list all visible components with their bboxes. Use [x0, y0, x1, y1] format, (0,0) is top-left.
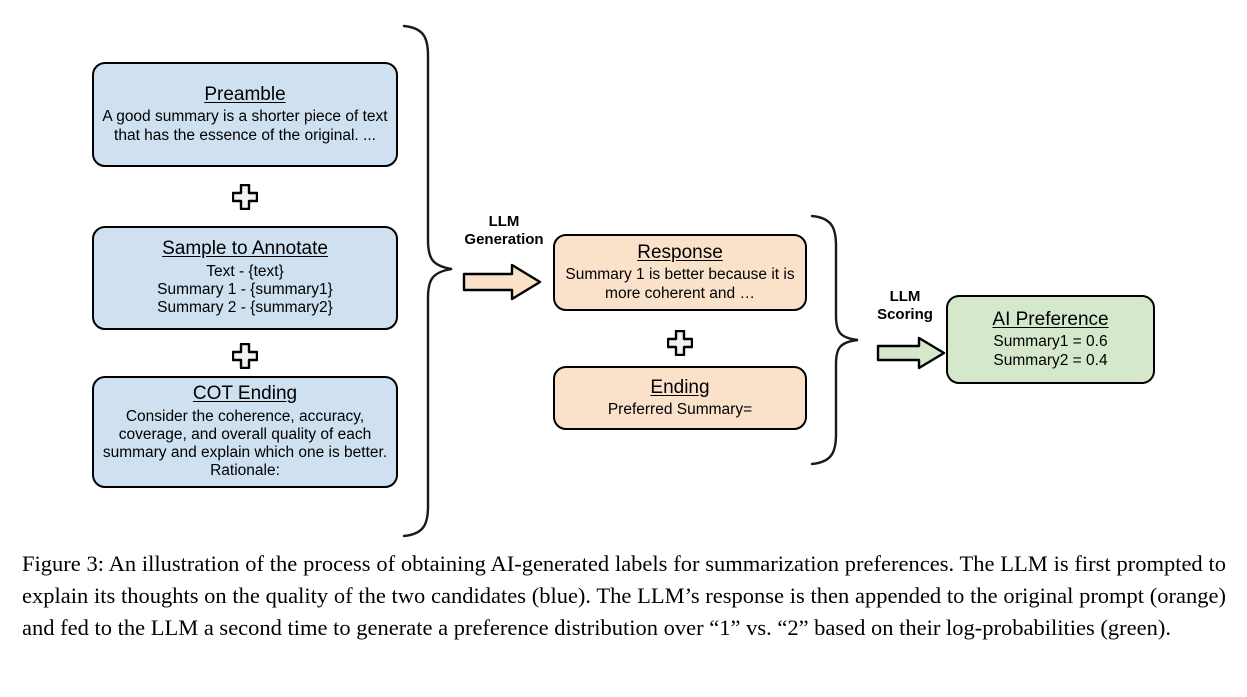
ending-line-preferred-summary: Preferred Summary= [607, 401, 753, 419]
plus-icon [231, 183, 259, 211]
prompt-box-preamble: Preamble A good summary is a shorter pie… [92, 62, 398, 167]
ai-preference-summary1: Summary1 = 0.6 [993, 333, 1108, 351]
sample-line-summary2: Summary 2 - {summary2} [157, 299, 333, 317]
output-box-ai-preference: AI Preference Summary1 = 0.6 Summary2 = … [946, 295, 1155, 384]
step-label-llm-scoring: LLM Scoring [877, 288, 933, 323]
ending-title: Ending [650, 376, 710, 398]
plus-icon [666, 329, 694, 357]
arrow-llm-generation-icon [462, 262, 542, 302]
sample-line-summary1: Summary 1 - {summary1} [157, 281, 333, 299]
preamble-title: Preamble [204, 84, 286, 106]
figure-caption: Figure 3: An illustration of the process… [22, 551, 1226, 640]
ai-preference-summary2: Summary2 = 0.4 [993, 351, 1108, 369]
prompt-box-cot-ending: COT Ending Consider the coherence, accur… [92, 376, 398, 488]
preamble-body: A good summary is a shorter piece of tex… [102, 108, 388, 144]
response-title: Response [637, 242, 723, 264]
plus-icon [231, 342, 259, 370]
generation-box-ending: Ending Preferred Summary= [553, 366, 807, 430]
arrow-llm-scoring-icon [876, 335, 946, 371]
response-body: Summary 1 is better because it is more c… [565, 266, 795, 302]
cot-ending-title: COT Ending [192, 383, 298, 405]
sample-title: Sample to Annotate [162, 238, 328, 260]
generation-box-response: Response Summary 1 is better because it … [553, 234, 807, 311]
sample-line-text: Text - {text} [206, 262, 284, 280]
ai-preference-title: AI Preference [992, 309, 1109, 331]
cot-ending-body: Consider the coherence, accuracy, covera… [102, 407, 388, 480]
step-label-llm-generation: LLM Generation [464, 213, 544, 248]
brace-generation-group [806, 212, 866, 468]
figure-diagram: Preamble A good summary is a shorter pie… [92, 22, 1155, 540]
brace-prompt-group [398, 22, 460, 540]
prompt-box-sample-to-annotate: Sample to Annotate Text - {text} Summary… [92, 226, 398, 330]
